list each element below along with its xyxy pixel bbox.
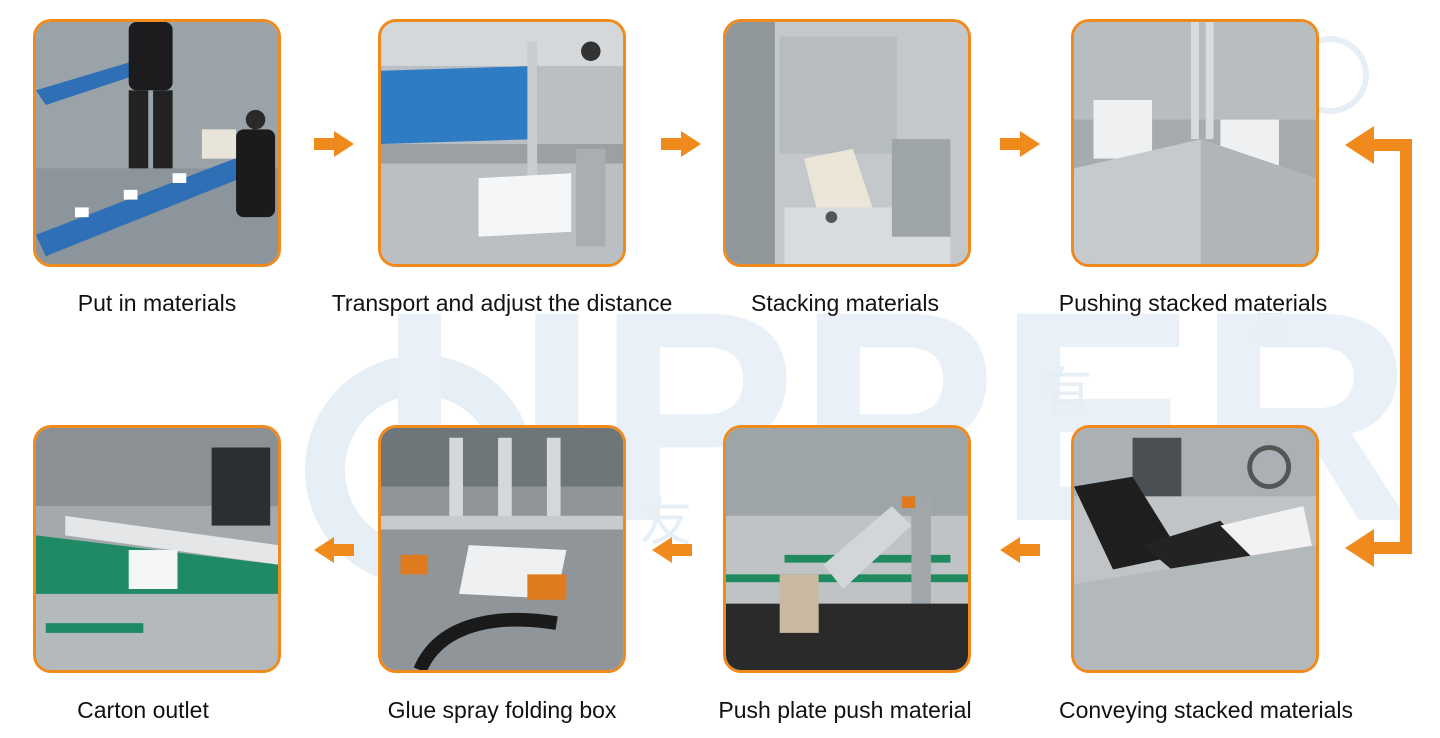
- arrow-right-icon: [314, 131, 354, 157]
- step-photo-transport-adjust: [378, 19, 626, 267]
- step-photo-carton-outlet: [33, 425, 281, 673]
- step-photo-stacking: [723, 19, 971, 267]
- connector-bracket-arrow-icon: [1345, 126, 1412, 567]
- step-caption: Carton outlet: [77, 697, 209, 723]
- step-caption: Conveying stacked materials: [1058, 697, 1354, 723]
- step-photo-glue-spray: [378, 425, 626, 673]
- arrow-left-icon: [652, 537, 692, 563]
- arrow-left-icon: [1000, 537, 1040, 563]
- step-photo-put-in-materials: [33, 19, 281, 267]
- watermark-cjk-2: 有: [1040, 363, 1092, 423]
- step-caption: Stacking materials: [751, 290, 939, 316]
- arrow-right-icon: [1000, 131, 1040, 157]
- step-photo-push-plate: [723, 425, 971, 673]
- step-caption: Glue spray folding box: [387, 697, 617, 723]
- step-photo-conveying-stacked: [1071, 425, 1319, 673]
- arrow-left-icon: [314, 537, 354, 563]
- step-caption: Transport and adjust the distance: [331, 290, 673, 316]
- step-caption: Put in materials: [77, 290, 237, 316]
- step-photo-pushing-stacked: [1071, 19, 1319, 267]
- step-caption: Pushing stacked materials: [1058, 290, 1328, 316]
- step-caption: Push plate push material: [718, 697, 972, 723]
- arrow-right-icon: [661, 131, 701, 157]
